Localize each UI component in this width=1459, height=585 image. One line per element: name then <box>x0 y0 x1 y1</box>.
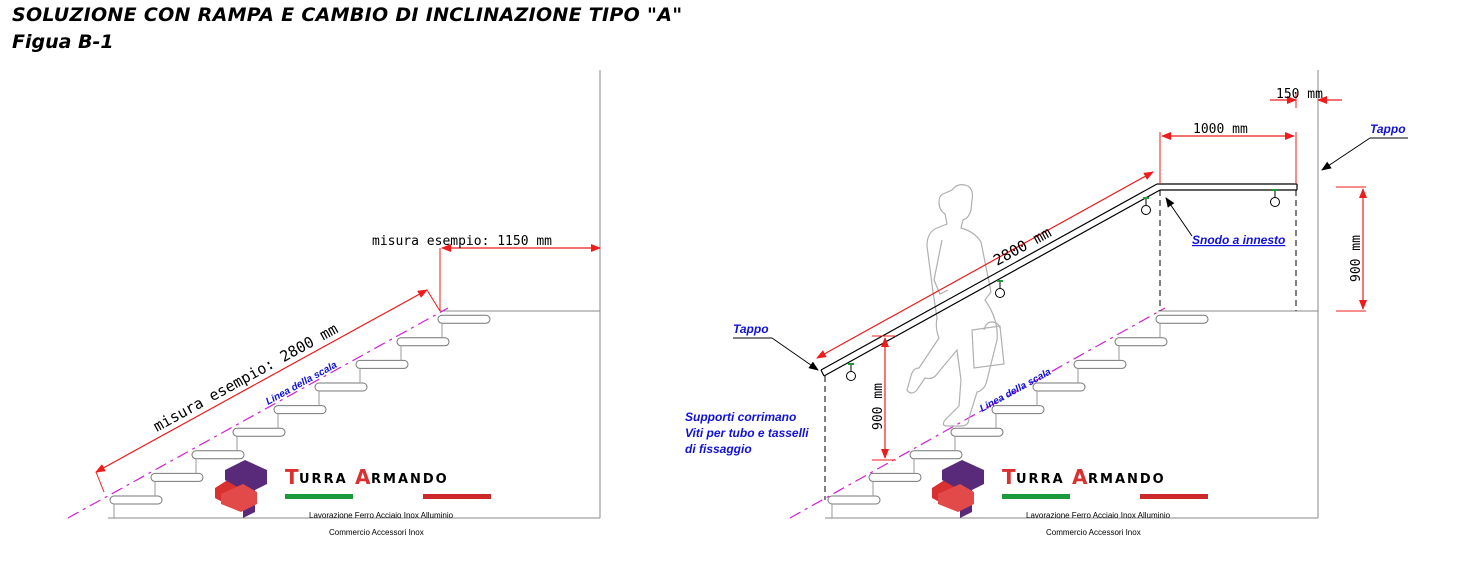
stair-tread <box>868 472 922 482</box>
left-view: misura esempio: 1150 mm misura esempio: … <box>67 70 601 519</box>
company-logo-left: T URRA A RMANDO Lavorazione Ferro Acciai… <box>215 460 491 537</box>
stair-tread <box>109 495 163 505</box>
stair-tread <box>991 405 1045 415</box>
stair-tread <box>396 337 450 347</box>
stair-tread <box>437 314 491 324</box>
logo-mark-red-front <box>938 484 974 512</box>
support-bracket <box>1141 205 1151 215</box>
logo-tagline-2: Commercio Accessori Inox <box>1046 528 1141 537</box>
logo-tagline-1: Lavorazione Ferro Acciaio Inox Alluminio <box>309 511 454 520</box>
stair-tread <box>1114 337 1168 347</box>
stair-tread <box>1155 314 1209 324</box>
stair-tread <box>827 495 881 505</box>
dim-150-label: 150 mm <box>1276 87 1323 102</box>
left-ramp-ext-low <box>95 471 105 493</box>
dim-1000-label: 1000 mm <box>1193 122 1248 137</box>
tappo-top-label: Tappo <box>1370 122 1406 136</box>
left-landing-label: misura esempio: 1150 mm <box>372 234 552 249</box>
stair-tread <box>909 450 963 460</box>
person-figure <box>906 184 1005 427</box>
stair-tread <box>1073 359 1127 369</box>
tappo-top-leader <box>1321 137 1371 171</box>
logo-word-urra: URRA <box>1016 472 1065 487</box>
logo-letter-a: A <box>355 465 371 489</box>
logo-letter-a: A <box>1072 465 1088 489</box>
logo-word-rmando: RMANDO <box>371 472 449 487</box>
logo-flag-red <box>1140 494 1208 499</box>
stair-tread <box>150 472 204 482</box>
logo-flag-green <box>285 494 353 499</box>
left-ramp-ext-high <box>426 289 441 312</box>
handrail-supports <box>846 189 1280 381</box>
tappo-left-label: Tappo <box>733 322 769 336</box>
stair-tread <box>232 427 286 437</box>
supports-line-3: di fissaggio <box>685 442 752 456</box>
support-bracket <box>1270 197 1280 207</box>
stair-tread <box>191 450 245 460</box>
logo-flag-green <box>1002 494 1070 499</box>
handrail-ramp-top <box>820 183 1158 371</box>
snodo-leader <box>1165 197 1193 237</box>
support-bracket <box>995 288 1005 298</box>
supports-line-2: Viti per tubo e tasselli <box>685 426 809 440</box>
snodo-label: Snodo a innesto <box>1192 233 1285 247</box>
dim-900-right-label: 900 mm <box>1349 235 1364 282</box>
stair-tread <box>314 382 368 392</box>
logo-letter-t: T <box>285 465 299 489</box>
support-bracket <box>846 371 856 381</box>
logo-mark-red-front <box>221 484 257 512</box>
logo-word-rmando: RMANDO <box>1088 472 1166 487</box>
logo-tagline-1: Lavorazione Ferro Acciaio Inox Alluminio <box>1026 511 1171 520</box>
dim-900-left-label: 900 mm <box>871 383 886 430</box>
logo-word-urra: URRA <box>299 472 348 487</box>
stair-tread <box>950 427 1004 437</box>
logo-tagline-2: Commercio Accessori Inox <box>329 528 424 537</box>
logo-letter-t: T <box>1002 465 1016 489</box>
handrail-ramp-bottom <box>823 189 1161 377</box>
stair-tread <box>355 359 409 369</box>
company-logo-right: T URRA A RMANDO Lavorazione Ferro Acciai… <box>932 460 1208 537</box>
stair-tread <box>273 405 327 415</box>
stair-tread <box>1032 382 1086 392</box>
left-ramp-dimension <box>95 289 428 473</box>
right-view: 150 mm 1000 mm 2800 mm 900 mm 900 mm Tap… <box>685 70 1408 519</box>
dim-2800 <box>816 171 1154 359</box>
supports-line-1: Supporti corrimano <box>685 410 796 424</box>
end-cap-left <box>820 369 825 377</box>
logo-flag-red <box>423 494 491 499</box>
tappo-left-leader <box>771 337 819 371</box>
figure-caption: Figua B-1 <box>12 31 114 53</box>
page-title: SOLUZIONE CON RAMPA E CAMBIO DI INCLINAZ… <box>12 4 683 26</box>
